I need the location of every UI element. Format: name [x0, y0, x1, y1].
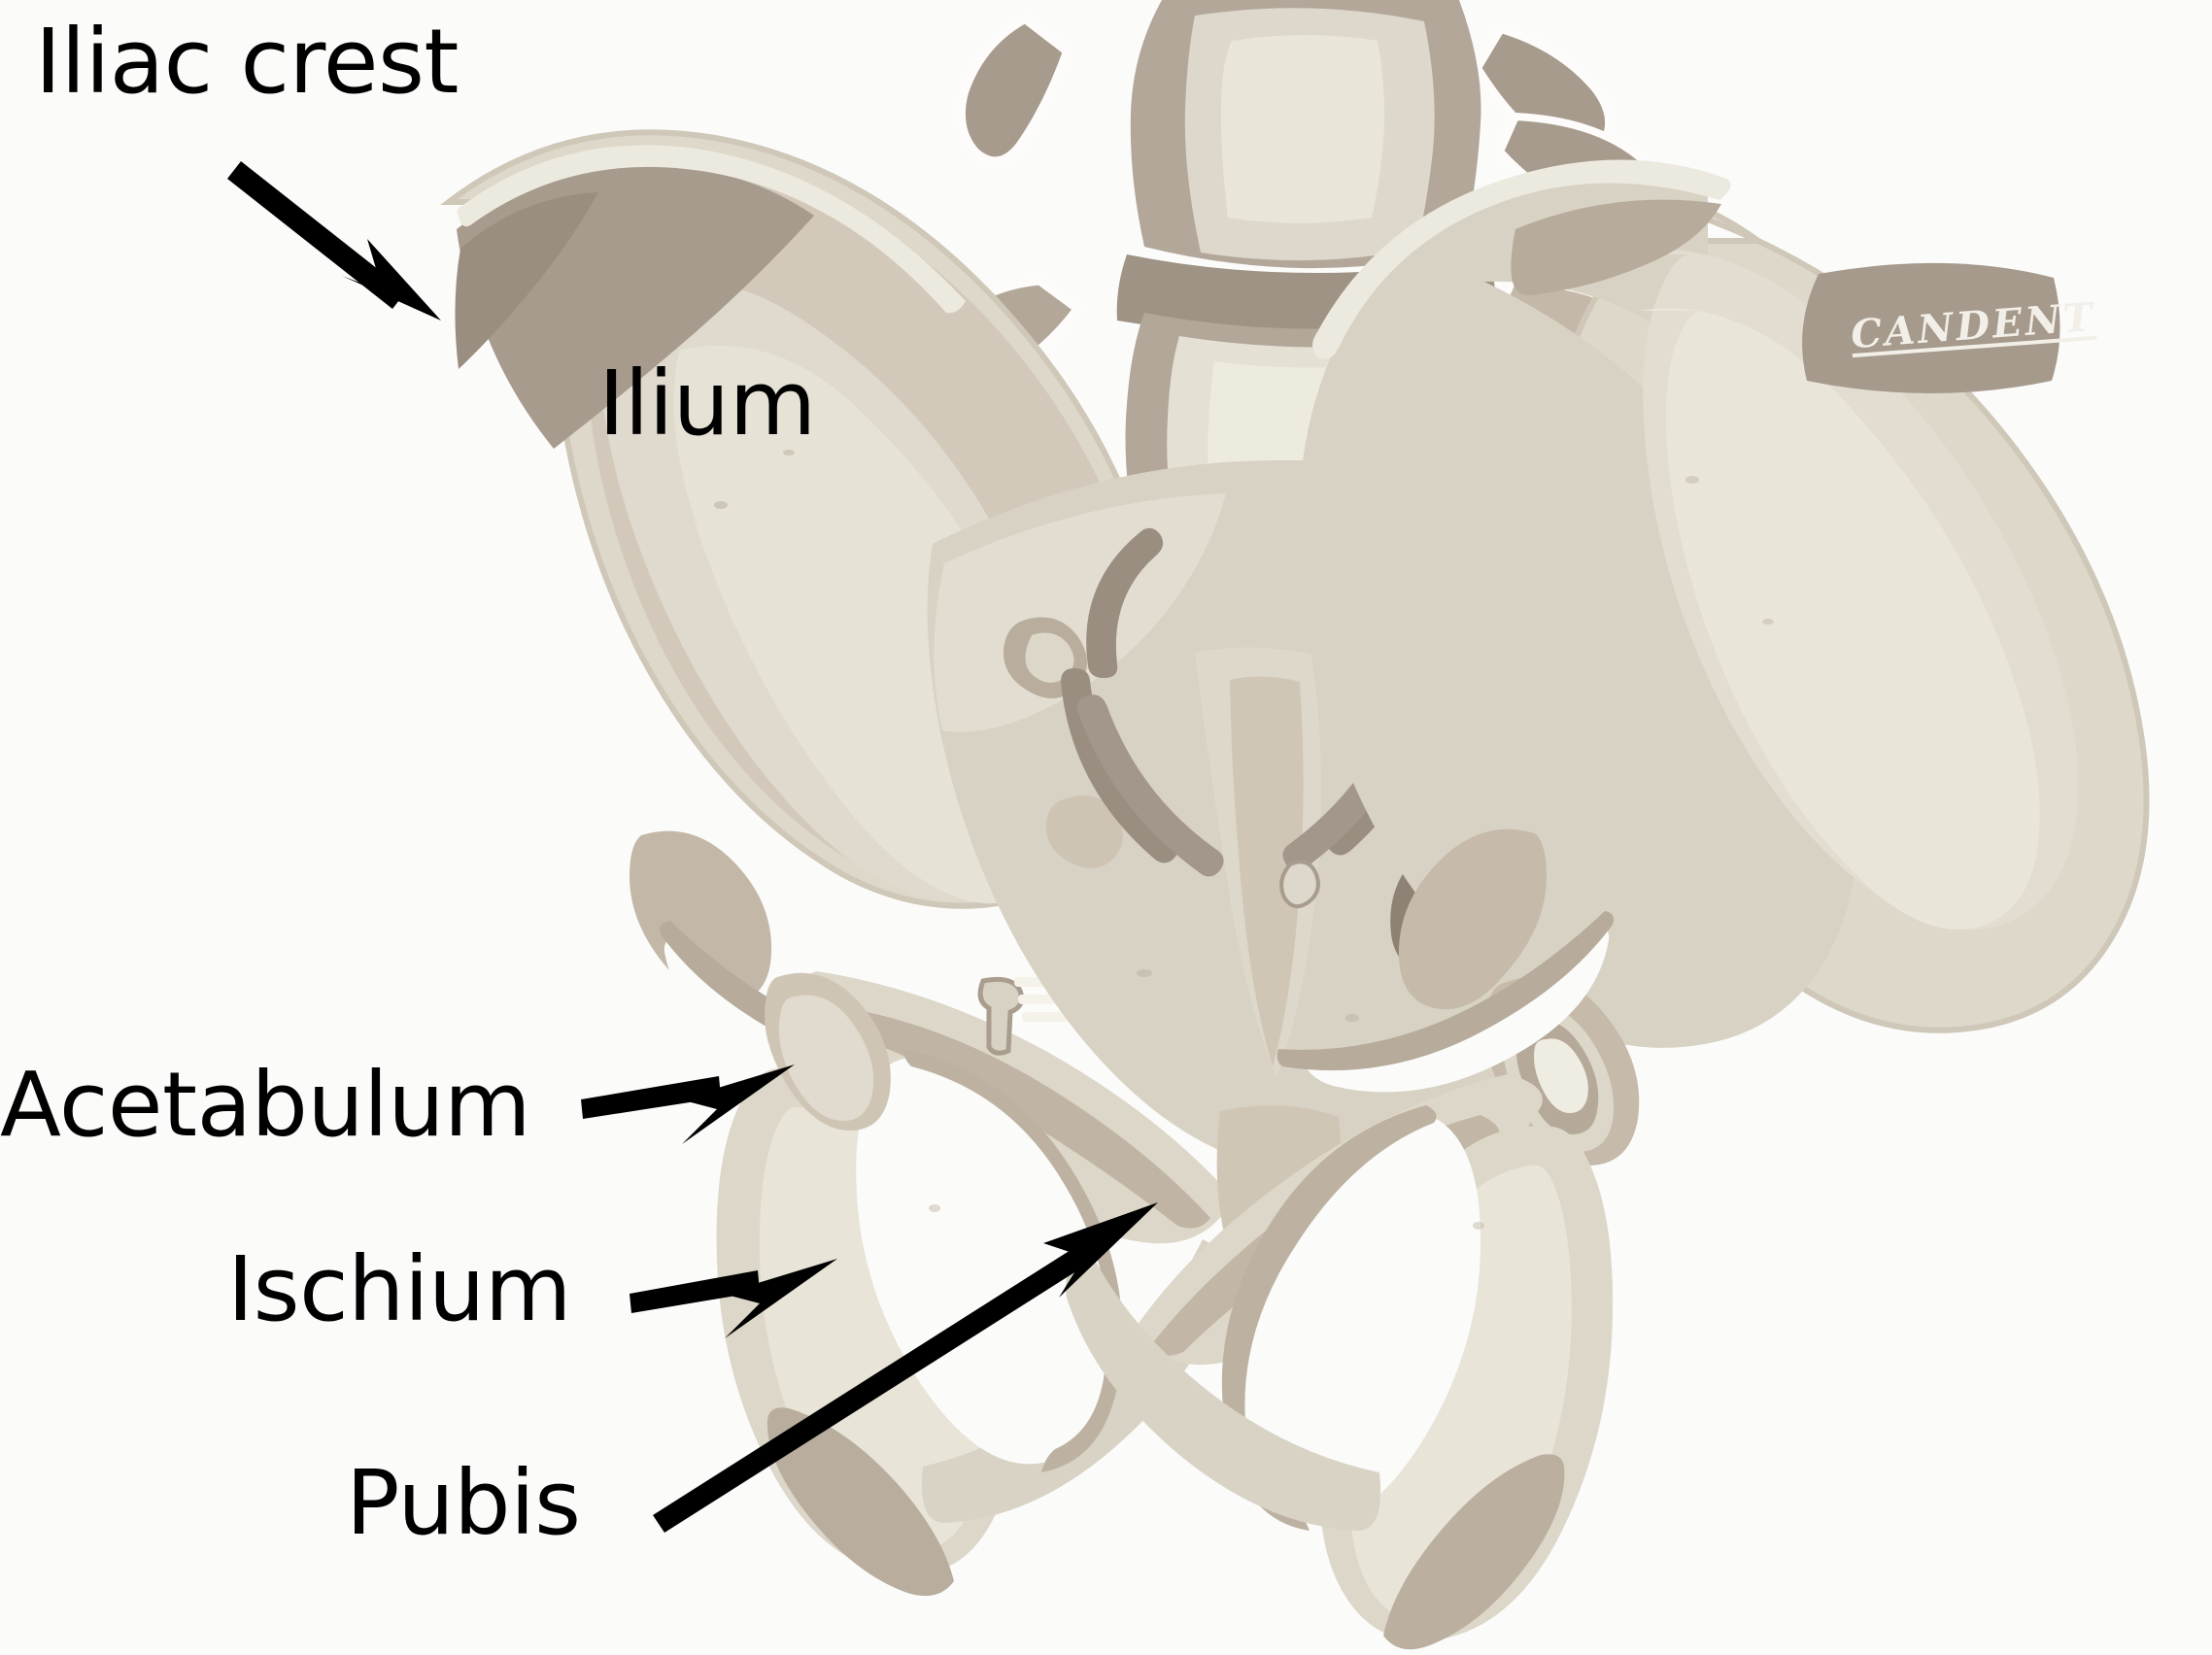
watermark-plate — [1802, 262, 2060, 393]
sacrum-midline-shade — [1230, 676, 1304, 1066]
right-hip-bone-group — [1066, 159, 2150, 1650]
right-inferior-pubic-ramus — [1066, 1251, 1381, 1531]
sacral-strut-left-upper — [1086, 527, 1164, 678]
label-ilium: Ilium — [598, 352, 816, 456]
right-iliac-crest-shadow — [1511, 199, 1721, 296]
left-anterior-inferior-iliac-spine — [630, 830, 772, 1004]
label-ischium: Ischium — [227, 1237, 571, 1341]
right-notch-edge — [1276, 911, 1614, 1071]
sacral-strut-left-diag — [1077, 694, 1224, 877]
right-ischial-tuberosity-shadow — [1383, 1454, 1565, 1650]
sacral-foramen-left-2 — [1045, 795, 1123, 869]
label-acetabulum: Acetabulum — [0, 1053, 531, 1157]
left-iliac-crest-rim — [457, 145, 966, 314]
label-iliac-crest: Iliac crest — [35, 10, 459, 114]
right-iliac-fossa-highlight — [1638, 308, 2040, 930]
right-acetabulum-core — [1534, 1038, 1588, 1113]
sacral-midline-tubercle — [1279, 860, 1320, 909]
label-pubis: Pubis — [346, 1451, 581, 1555]
bone-texture-speckles — [714, 450, 1774, 1230]
sacral-foramen-left-1-core — [1025, 632, 1074, 683]
right-obturator-rim — [1221, 1105, 1437, 1531]
left-acetabulum-fossa — [778, 995, 874, 1121]
right-ilium-wing — [1298, 178, 1857, 1048]
left-obturator-rim — [903, 1049, 1123, 1472]
left-iliac-crest-shadow-deep — [455, 192, 598, 369]
vertebra-transverse-process-left-upper — [957, 15, 1072, 165]
arrow-pubis — [653, 1202, 1158, 1533]
annotation-arrows — [227, 161, 1158, 1533]
left-ischial-tuberosity-shadow — [766, 1407, 954, 1597]
arrow-acetabulum — [581, 1064, 795, 1144]
arrow-ischium — [630, 1259, 837, 1338]
vertebra-body-L4-highlight — [1220, 35, 1385, 223]
right-anterior-inferior-iliac-spine — [1398, 828, 1547, 1010]
arrow-iliac-crest — [227, 161, 441, 321]
right-iliac-crest-rim — [1312, 159, 1731, 359]
